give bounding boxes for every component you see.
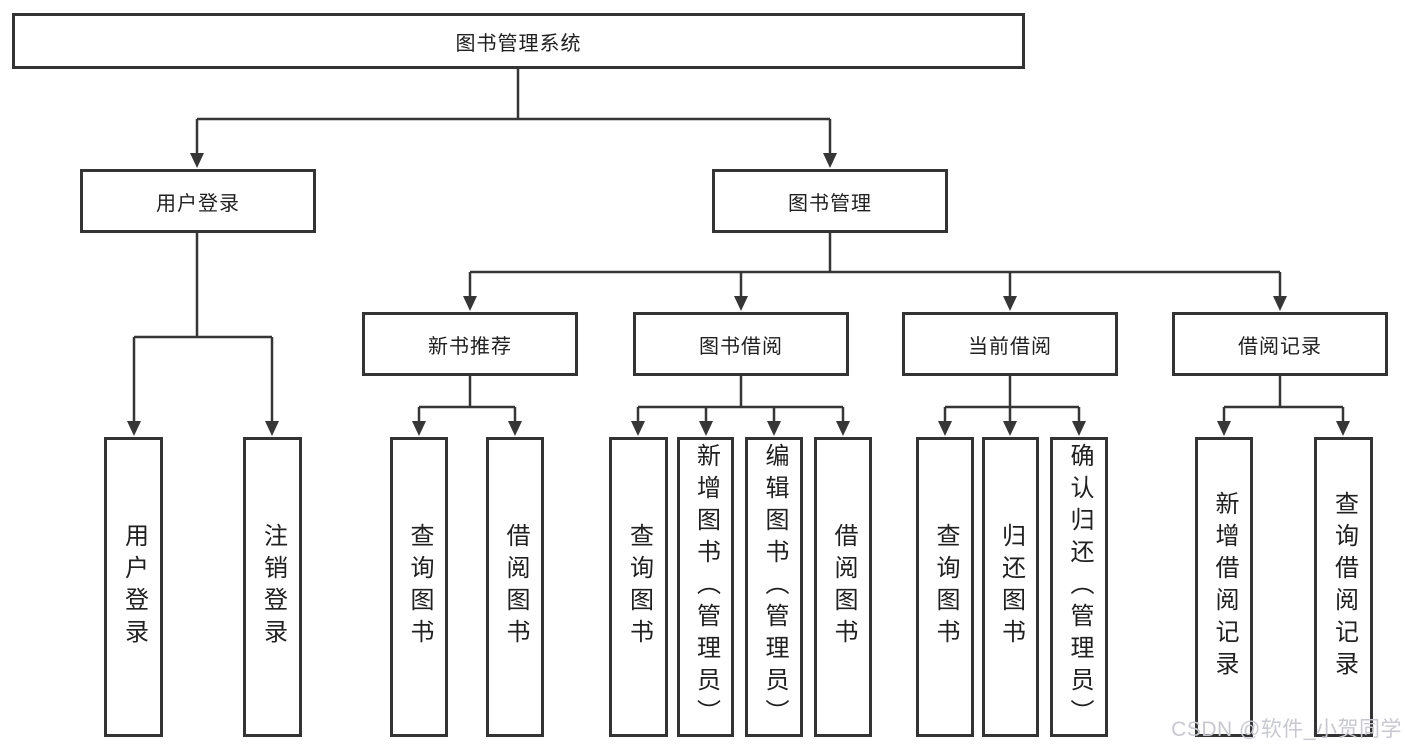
node-label: 新增图书（管理员） [692, 443, 720, 731]
leaf-logout: 注销登录 [243, 437, 302, 737]
node-label: 借阅记录 [1238, 335, 1322, 358]
node-label: 新增借阅记录 [1211, 491, 1238, 683]
leaf-edit-books-admin: 编辑图书（管理员） [745, 437, 803, 737]
node-label: 新书推荐 [428, 335, 512, 358]
node-user-login: 用户登录 [80, 169, 316, 233]
leaf-user-login: 用户登录 [104, 437, 163, 737]
node-label: 图书管理 [788, 192, 872, 215]
node-label: 用户登录 [120, 523, 148, 651]
node-borrowing-records: 借阅记录 [1172, 312, 1388, 376]
node-new-book-recommend: 新书推荐 [362, 312, 578, 376]
node-label: 借阅图书 [502, 523, 529, 651]
leaf-add-books-admin: 新增图书（管理员） [677, 437, 734, 737]
node-label: 归还图书 [997, 523, 1025, 651]
leaf-return-books: 归还图书 [982, 437, 1039, 737]
node-label: 图书管理系统 [455, 32, 582, 55]
node-book-management: 图书管理 [712, 169, 948, 233]
node-label: 图书借阅 [699, 335, 783, 358]
leaf-query-books-current: 查询图书 [916, 437, 974, 737]
node-current-borrowing: 当前借阅 [902, 312, 1118, 376]
node-label: 编辑图书（管理员） [761, 443, 788, 731]
node-label: 用户登录 [156, 192, 240, 215]
node-label: 查询图书 [625, 523, 653, 651]
node-label: 确认归还（管理员） [1066, 443, 1093, 731]
node-label: 查询图书 [932, 523, 959, 651]
leaf-query-books-borrowing: 查询图书 [609, 437, 668, 737]
leaf-query-books-recommend: 查询图书 [390, 437, 448, 737]
leaf-confirm-return-admin: 确认归还（管理员） [1050, 437, 1108, 737]
node-label: 查询借阅记录 [1330, 491, 1358, 683]
node-label: 注销登录 [259, 523, 287, 651]
leaf-borrow-books: 借阅图书 [814, 437, 872, 737]
leaf-borrow-books-recommend: 借阅图书 [486, 437, 544, 737]
node-library-management-system: 图书管理系统 [12, 13, 1025, 69]
leaf-add-borrow-record: 新增借阅记录 [1195, 437, 1253, 737]
node-label: 查询图书 [406, 523, 433, 651]
node-label: 当前借阅 [968, 335, 1052, 358]
node-book-borrowing: 图书借阅 [633, 312, 849, 376]
leaf-query-borrow-record: 查询借阅记录 [1314, 437, 1373, 737]
node-label: 借阅图书 [830, 523, 857, 651]
